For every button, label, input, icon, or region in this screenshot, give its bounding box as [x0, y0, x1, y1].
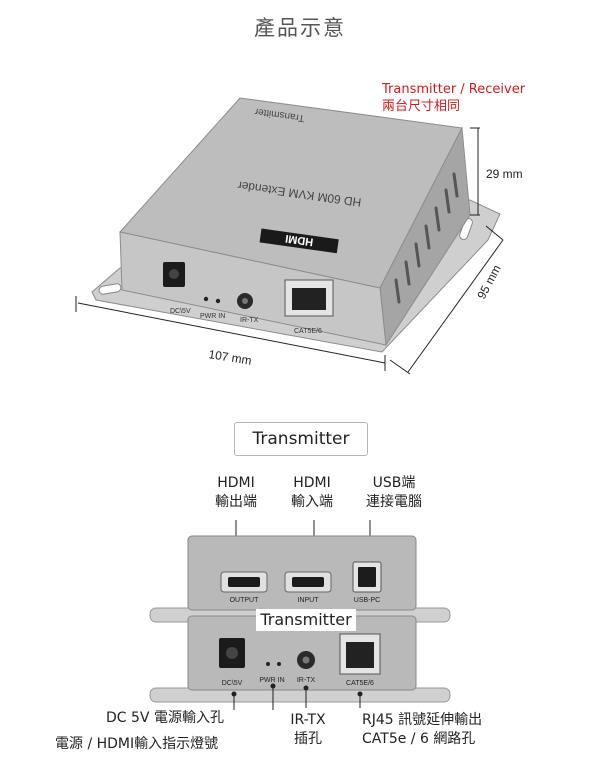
panel-overlay-label: Transmitter — [256, 609, 356, 631]
front-panel-pwr-label: PWR IN — [259, 677, 284, 684]
hdmi-logo: HDMI — [259, 228, 339, 254]
section-label-transmitter: Transmitter — [234, 422, 368, 456]
callout-rj45: RJ45 訊號延伸輸出 CAT5e / 6 網路孔 — [362, 711, 482, 749]
size-note-line1: Transmitter / Receiver — [382, 82, 526, 97]
size-note-line2: 兩台尺寸相同 — [382, 99, 461, 114]
callout-irtx: IR-TX 插孔 — [282, 711, 334, 749]
front-panel-cat-label: CAT5E/6 — [346, 680, 374, 687]
size-note: Transmitter / Receiver 兩台尺寸相同 — [382, 81, 525, 115]
callout-rj45-line2: CAT5e / 6 網路孔 — [362, 731, 476, 747]
hdmi-input-inner — [292, 577, 324, 587]
flange-slot-left — [98, 283, 122, 295]
irtx-jack-hole — [242, 298, 248, 304]
callout-hdmi-input-line2: 輸入端 — [291, 494, 333, 510]
pwr-led-2 — [215, 298, 221, 304]
callout-usb-line1: USB端 — [372, 475, 416, 491]
page-title: 產品示意 — [254, 16, 346, 40]
device-3d-illustration: HD 60M KVM Extender Transmitter HDMI DC\… — [75, 97, 523, 375]
callout-usb: USB端 連接電腦 — [356, 474, 432, 512]
callout-hdmi-input-line1: HDMI — [293, 475, 331, 491]
dimension-lines — [75, 127, 504, 375]
leader-dot-pwr — [270, 683, 276, 689]
device-front-face — [119, 231, 387, 346]
front-cat-label: CAT5E/6 — [294, 328, 322, 335]
hdmi-logo-text: HDMI — [285, 232, 315, 248]
dimension-width: 107 mm — [208, 347, 253, 368]
rj45-port-inner — [292, 288, 326, 310]
leader-dot-dc — [231, 691, 237, 697]
front-pwr-label: PWR IN — [200, 313, 225, 320]
callout-hdmi-output: HDMI 輸出端 — [206, 474, 266, 512]
pwr-led-1 — [203, 296, 209, 302]
callout-hdmi-output-line1: HDMI — [217, 475, 255, 491]
side-vents — [394, 172, 459, 304]
callout-irtx-line2: 插孔 — [294, 731, 322, 747]
hdmi-output-inner — [228, 577, 260, 587]
callout-power-indicator: 電源 / HDMI輸入指示燈號 — [55, 736, 219, 752]
leader-dot-rj45 — [357, 691, 363, 697]
leader-dot-irtx — [303, 685, 309, 691]
dc-jack-hole — [169, 269, 179, 279]
callout-rj45-line1: RJ45 訊號延伸輸出 — [362, 712, 483, 728]
back-usb-label: USB-PC — [354, 597, 380, 604]
dimension-height: 29 mm — [486, 167, 523, 181]
rj45-port-hole — [346, 642, 374, 668]
callout-usb-line2: 連接電腦 — [366, 494, 422, 510]
dimension-depth: 95 mm — [474, 262, 504, 301]
back-input-label: INPUT — [298, 597, 320, 604]
front-irtx-label: IR-TX — [240, 317, 259, 324]
pwr-led-b — [277, 662, 281, 666]
back-output-label: OUTPUT — [230, 597, 260, 604]
front-panel-dc-label: DC\5V — [222, 680, 243, 687]
front-dc-label: DC\5V — [170, 308, 191, 315]
irtx-jack-center — [302, 656, 310, 664]
pwr-led-a — [266, 662, 270, 666]
callout-dc-input: DC 5V 電源輸入孔 — [106, 710, 224, 726]
front-panel-irtx-label: IR-TX — [297, 677, 316, 684]
callout-irtx-line1: IR-TX — [290, 712, 326, 728]
dc-jack-center — [226, 647, 238, 659]
callout-hdmi-output-line2: 輸出端 — [215, 494, 257, 510]
callout-hdmi-input: HDMI 輸入端 — [282, 474, 342, 512]
usb-port-inner — [358, 567, 376, 587]
